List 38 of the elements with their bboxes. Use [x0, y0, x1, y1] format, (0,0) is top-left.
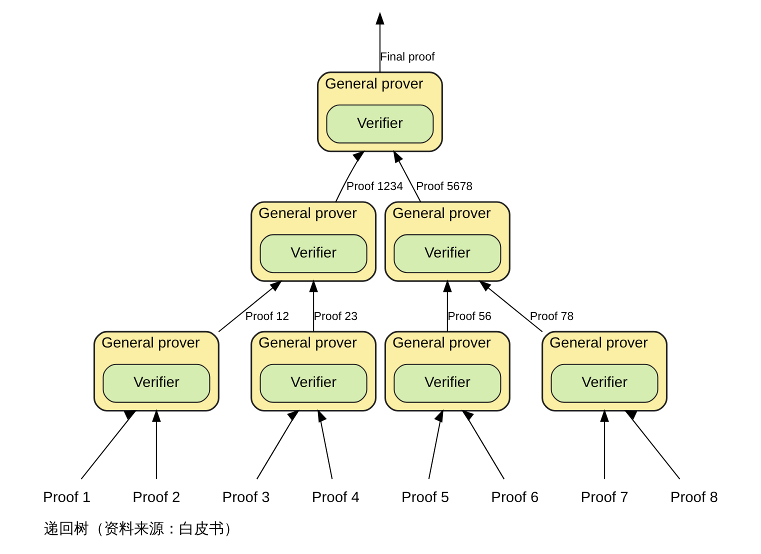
arrow — [80, 410, 138, 480]
node-box: Verifier — [394, 234, 502, 274]
node-text: Proof 4 — [312, 490, 360, 506]
arrow — [335, 150, 366, 202]
edge-label: Proof 5678 — [416, 181, 473, 194]
arrow — [218, 280, 282, 332]
node-text: Proof 8 — [670, 490, 718, 506]
arrow — [443, 279, 452, 332]
edge-label: Proof 1234 — [346, 181, 404, 194]
node-text: Proof 7 — [580, 490, 628, 506]
node-text: Proof 3 — [222, 490, 270, 506]
arrow — [428, 409, 444, 480]
arrow — [309, 279, 318, 332]
arrow — [478, 280, 543, 332]
arrow — [393, 150, 422, 202]
node-text: Proof 6 — [491, 490, 539, 506]
edge-label: Proof 78 — [530, 310, 574, 323]
arrow — [318, 409, 333, 480]
caption: 递回树（资料来源：白皮书） — [44, 521, 240, 538]
arrow — [152, 409, 161, 480]
node-text: Proof 2 — [132, 490, 180, 506]
arrow — [376, 12, 384, 72]
node-box: Verifier — [260, 234, 368, 274]
node-box: Verifier — [326, 104, 434, 144]
edge-label: Proof 56 — [448, 310, 492, 323]
node-text: Proof 5 — [402, 490, 450, 506]
arrow — [624, 410, 680, 480]
arrow — [256, 410, 300, 480]
node-box: Verifier — [102, 364, 210, 403]
arrow — [461, 410, 505, 480]
node-box: Verifier — [550, 364, 658, 403]
edge-label: Proof 23 — [314, 310, 358, 323]
edge-label: Proof 12 — [245, 310, 290, 323]
node-text: Proof 1 — [43, 490, 91, 506]
node-box: Verifier — [394, 364, 502, 403]
edge-label: Final proof — [380, 52, 435, 64]
node-box: Verifier — [260, 364, 368, 403]
arrow — [600, 409, 609, 480]
